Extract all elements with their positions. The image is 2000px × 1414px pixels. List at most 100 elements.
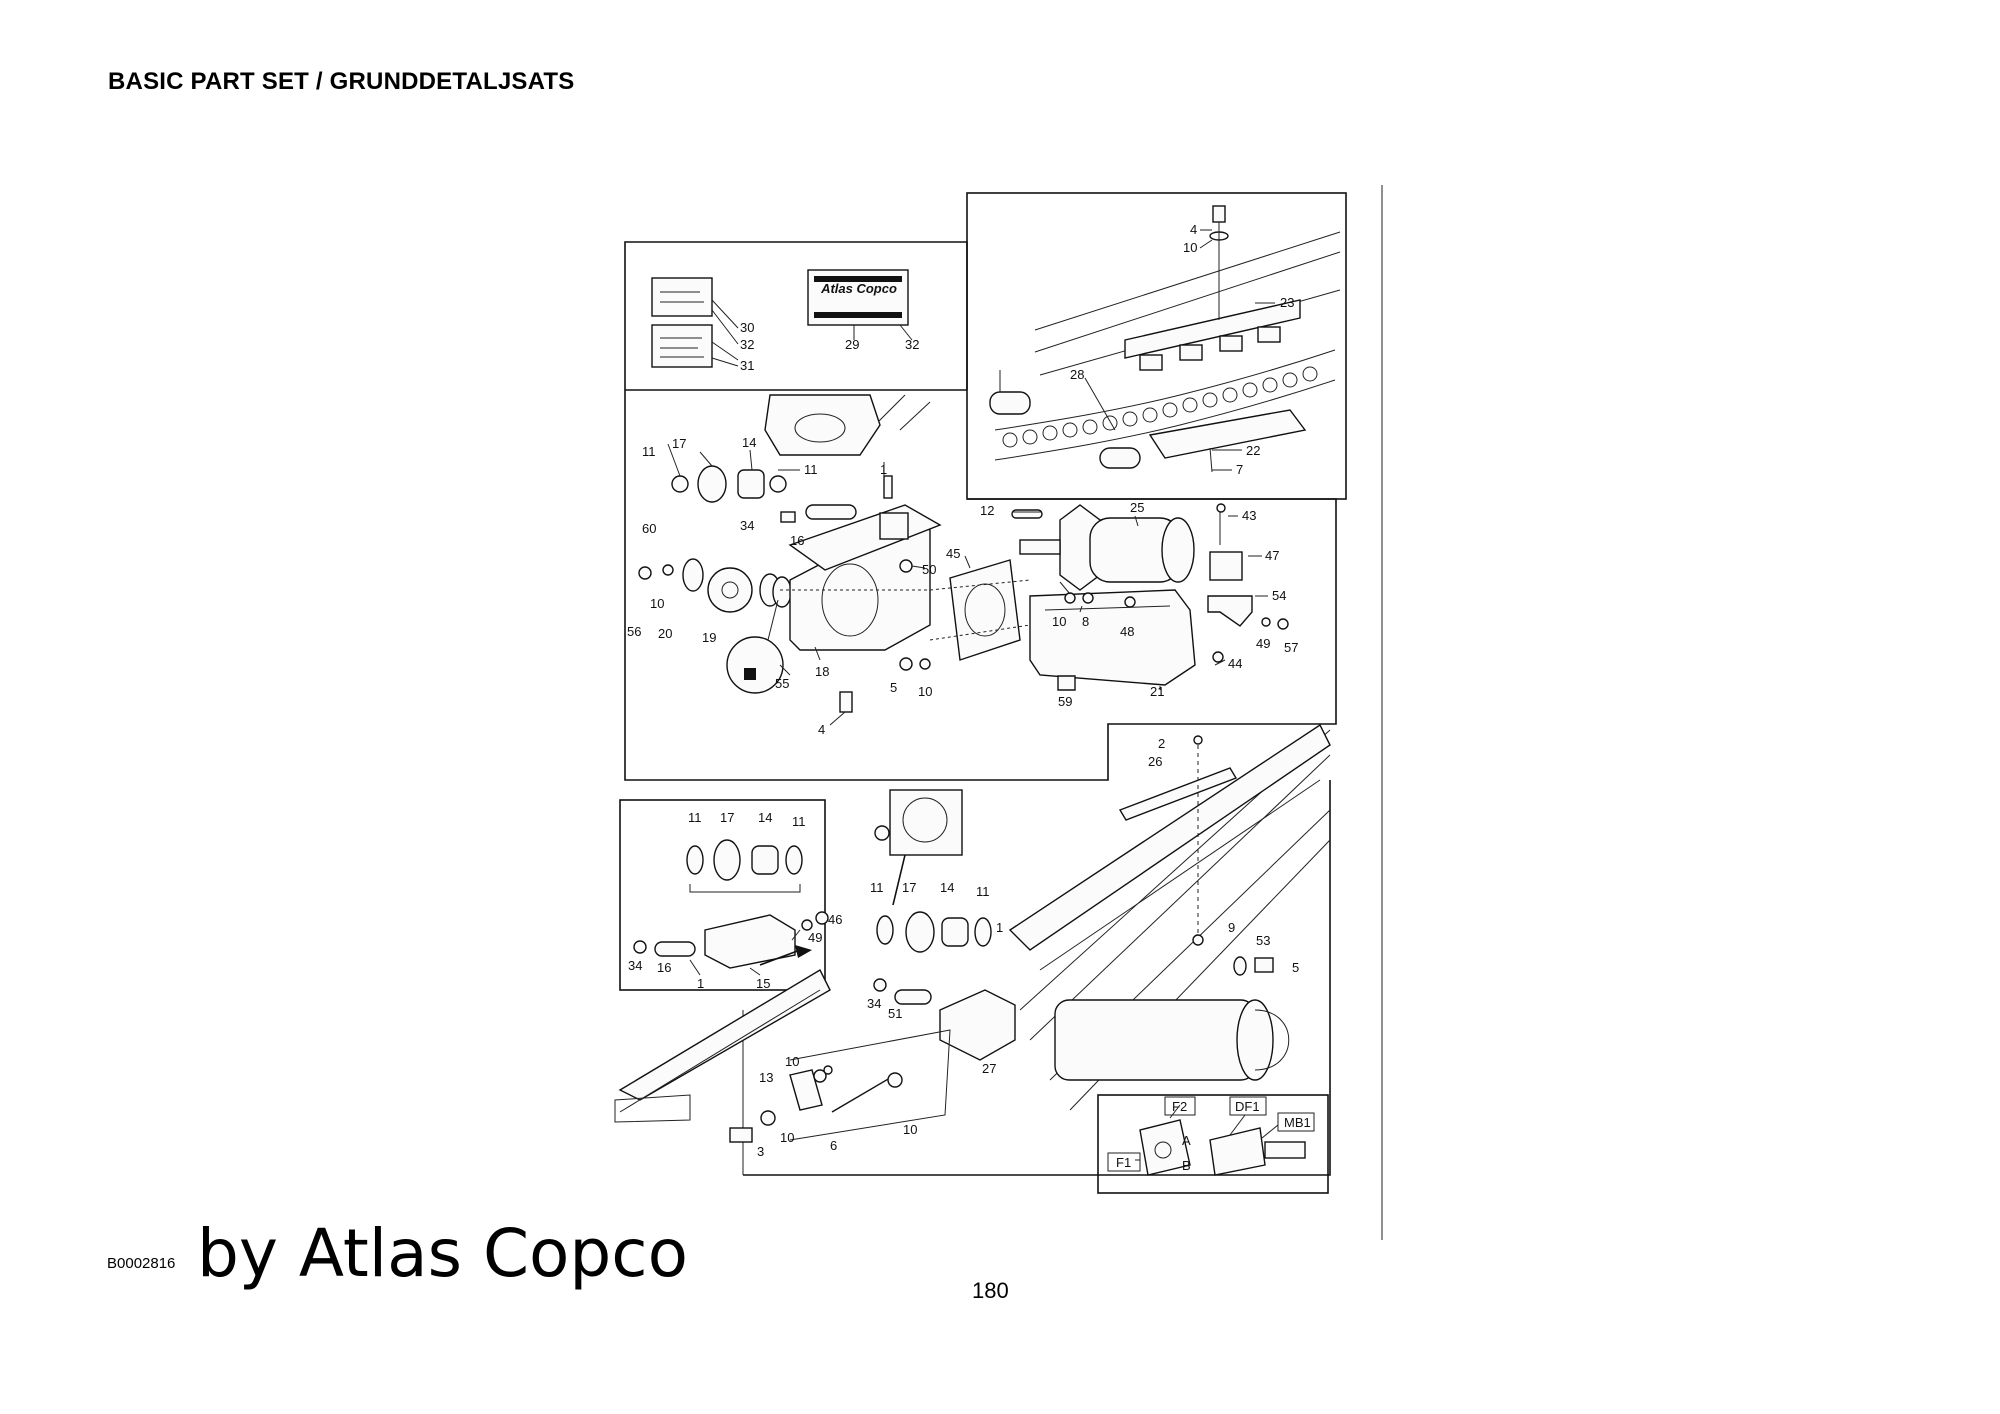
block-47 xyxy=(1209,551,1243,581)
callout: 11 xyxy=(870,880,884,895)
callout: 11 xyxy=(804,462,818,477)
page-number: 180 xyxy=(972,1278,1009,1303)
box-label: DF1 xyxy=(1235,1099,1260,1114)
port-label: A xyxy=(1182,1133,1191,1148)
detail-55 xyxy=(726,636,784,694)
label-plate-30 xyxy=(651,277,713,317)
callout: 34 xyxy=(740,518,754,533)
nameplate-panel xyxy=(624,241,968,391)
callout: 30 xyxy=(740,320,754,335)
roller-chain xyxy=(994,349,1336,461)
callout: 28 xyxy=(1070,367,1084,382)
callout: 4 xyxy=(1190,222,1197,237)
callout: 21 xyxy=(1150,684,1164,699)
callout: 16 xyxy=(657,960,671,975)
callout: 60 xyxy=(642,521,656,536)
pin-16 xyxy=(654,941,696,957)
wear-strip-26 xyxy=(1118,767,1238,821)
callout: 7 xyxy=(1236,462,1243,477)
callout: 9 xyxy=(1228,920,1235,935)
mount-flange xyxy=(764,394,881,456)
callout: 10 xyxy=(903,1122,917,1137)
callout: 29 xyxy=(845,337,859,352)
callout: 10 xyxy=(780,1130,794,1145)
chain-guide-23 xyxy=(1124,299,1301,359)
callout: 13 xyxy=(759,1070,773,1085)
callout: 31 xyxy=(740,358,754,373)
callout: 1 xyxy=(880,462,887,477)
callout: 1 xyxy=(697,976,704,991)
callout: 23 xyxy=(1280,295,1294,310)
callout: 32 xyxy=(905,337,919,352)
label-box-df1 xyxy=(1229,1096,1267,1116)
callout: 10 xyxy=(650,596,664,611)
screw-4 xyxy=(839,691,853,713)
callout: 44 xyxy=(1228,656,1242,671)
bearing-20 xyxy=(682,558,704,592)
pin-51 xyxy=(894,989,932,1005)
callout: 17 xyxy=(720,810,734,825)
port-label: B xyxy=(1182,1158,1191,1173)
callout: 59 xyxy=(1058,694,1072,709)
callout: 32 xyxy=(740,337,754,352)
key-12 xyxy=(1011,509,1043,519)
callout: 48 xyxy=(1120,624,1134,639)
electrical-detail-panel xyxy=(1097,1094,1329,1194)
callout: 15 xyxy=(756,976,770,991)
callout: 18 xyxy=(815,664,829,679)
callout: 53 xyxy=(1256,933,1270,948)
callout: 14 xyxy=(742,435,756,450)
callout: 26 xyxy=(1148,754,1162,769)
callout: 17 xyxy=(902,880,916,895)
callout: 3 xyxy=(757,1144,764,1159)
callout: 27 xyxy=(982,1061,996,1076)
washer-10 xyxy=(662,564,674,576)
callout: 12 xyxy=(980,503,994,518)
callout: 6 xyxy=(830,1138,837,1153)
callout: 34 xyxy=(628,958,642,973)
clevis xyxy=(879,512,909,540)
callout: 17 xyxy=(672,436,686,451)
box-label: MB1 xyxy=(1284,1115,1311,1130)
callout: 20 xyxy=(658,626,672,641)
label-box-f2 xyxy=(1164,1096,1196,1116)
detail-bubble xyxy=(889,789,963,856)
sprocket-19 xyxy=(707,567,753,613)
pin-1 xyxy=(883,475,893,499)
callout: 47 xyxy=(1265,548,1279,563)
grease-nipple-34 xyxy=(780,511,796,523)
callout: 43 xyxy=(1242,508,1256,523)
bracket-27 xyxy=(939,989,1016,1061)
callout: 56 xyxy=(627,624,641,639)
bracket-motor-panel xyxy=(624,390,1337,781)
callout: 11 xyxy=(688,810,702,825)
callout: 14 xyxy=(940,880,954,895)
callout: 51 xyxy=(888,1006,902,1021)
label-box-mb1 xyxy=(1277,1112,1315,1132)
callout: 10 xyxy=(918,684,932,699)
callout: 2 xyxy=(1158,736,1165,751)
callout: 1 xyxy=(996,920,1003,935)
boom-assembly xyxy=(614,723,1331,1176)
callout: 5 xyxy=(890,680,897,695)
callout: 54 xyxy=(1272,588,1286,603)
callout: 11 xyxy=(792,814,806,829)
winch-motor xyxy=(1054,999,1256,1081)
callout: 4 xyxy=(818,722,825,737)
callout: 50 xyxy=(922,562,936,577)
callout: 22 xyxy=(1246,443,1260,458)
callout: 11 xyxy=(642,444,656,459)
callout: 45 xyxy=(946,546,960,561)
guard-21 xyxy=(1029,589,1196,686)
clevis-bracket-15 xyxy=(704,914,796,969)
plate-13 xyxy=(789,1069,823,1111)
nut-59 xyxy=(1057,675,1076,691)
adapter-plate-45 xyxy=(949,559,1021,661)
callout: 49 xyxy=(808,930,822,945)
callout: 57 xyxy=(1284,640,1298,655)
callout: 10 xyxy=(1183,240,1197,255)
callout: 16 xyxy=(790,533,804,548)
callout: 49 xyxy=(1256,636,1270,651)
callout: 14 xyxy=(758,810,772,825)
